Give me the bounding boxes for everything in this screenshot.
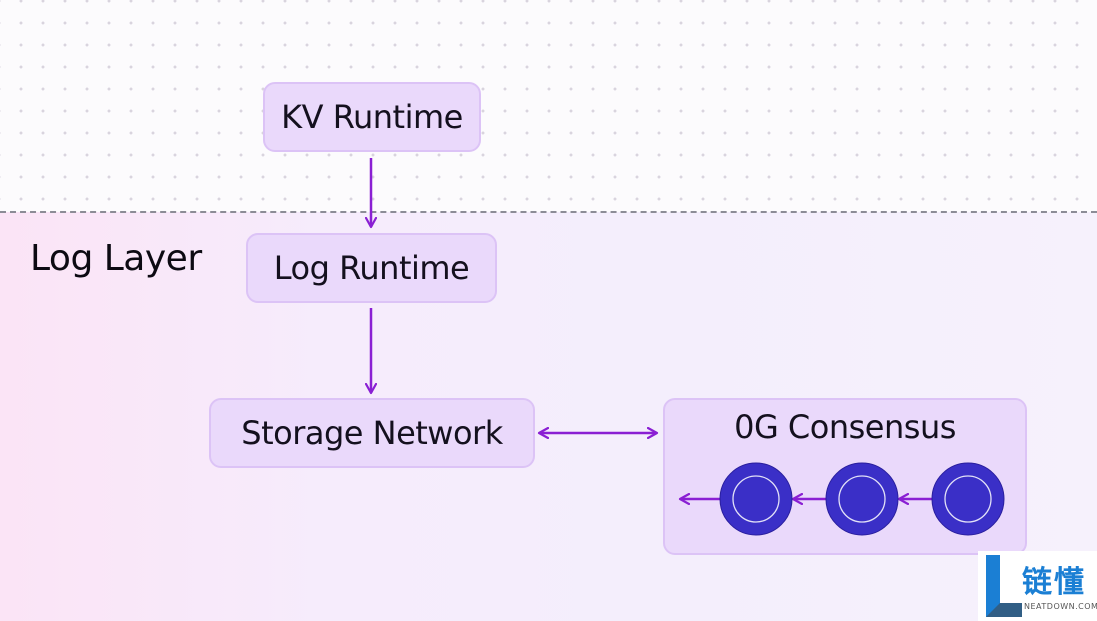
- neatdown-logo-icon: [986, 555, 1022, 617]
- storage-network-box: Storage Network: [209, 398, 535, 468]
- log-layer-label: Log Layer: [30, 238, 202, 279]
- watermark-subtext: NEATDOWN.COM: [1024, 602, 1097, 611]
- layer-divider: [0, 211, 1097, 213]
- neatdown-watermark: 链懂 NEATDOWN.COM: [978, 551, 1097, 621]
- kv-runtime-box: KV Runtime: [263, 82, 481, 152]
- watermark-text: 链懂: [1022, 565, 1086, 600]
- consensus-title: 0G Consensus: [734, 408, 956, 446]
- consensus-chain: [680, 462, 1005, 536]
- consensus-node-3: [931, 462, 1005, 536]
- consensus-node-2: [825, 462, 899, 536]
- log-runtime-box: Log Runtime: [246, 233, 497, 303]
- consensus-node-1: [719, 462, 793, 536]
- kv-layer-region: [0, 0, 1097, 212]
